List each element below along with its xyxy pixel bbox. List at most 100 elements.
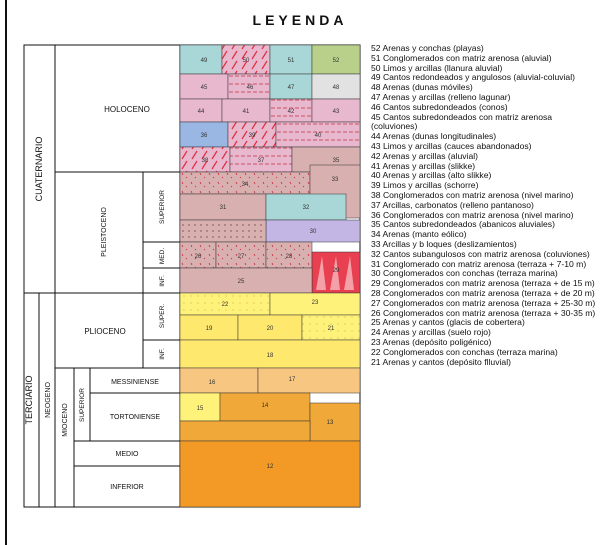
unit-label: 13 — [327, 420, 334, 426]
unit-label: 25 — [238, 279, 245, 285]
unit-label: 20 — [267, 326, 274, 332]
legend-item: 43 Limos y arcillas (cauces abandonados) — [371, 140, 532, 151]
legend-item: 26 Conglomerados con matriz arenosa (ter… — [371, 307, 596, 318]
legend-item: 23 Arenas (depósito poligénico) — [371, 336, 492, 347]
unit-label: 16 — [209, 380, 216, 386]
unit-label: 19 — [206, 326, 213, 332]
unit-25 — [179, 267, 313, 294]
unit-26 — [179, 241, 217, 269]
label-neogeno: NEOGENO — [45, 382, 52, 418]
unit-20 — [237, 314, 303, 341]
unit-label: 46 — [247, 85, 254, 91]
label-medio: MEDIO — [116, 451, 140, 458]
unit-label: 51 — [288, 58, 295, 64]
unit-label: 43 — [333, 109, 340, 115]
unit-28 — [265, 241, 313, 269]
unit-numbers: 49 50 51 52 45 46 47 48 44 41 42 43 36 3… — [195, 58, 340, 470]
legend-item: 36 Conglomerados con matriz arenosa (niv… — [371, 209, 574, 220]
unit-label: 36 — [201, 133, 208, 139]
unit-19 — [179, 314, 239, 341]
unit-21 — [301, 314, 361, 341]
label-superior-mio: SUPERIOR — [79, 388, 86, 422]
unit-label: 28 — [286, 254, 293, 260]
legend-item: 28 Conglomerados con matriz arenosa (ter… — [371, 287, 595, 298]
unit-label: 14 — [262, 403, 269, 409]
legend-item: 42 Arenas y arcillas (aluvial) — [371, 150, 478, 161]
legend-item: 22 Conglomerados con conchas (terraza ma… — [371, 346, 558, 357]
unit-label: 22 — [222, 302, 229, 308]
legend-item: 25 Arenas y cantos (glacis de cobertera) — [371, 317, 525, 328]
label-tortoniense: TORTONIENSE — [110, 414, 161, 421]
unit-label: 48 — [333, 85, 340, 91]
legend-item: 48 Arenas (dunas móviles) — [371, 82, 473, 93]
unit-label: 37 — [258, 158, 265, 164]
unit-label: 30 — [310, 229, 317, 235]
label-mioceno: MIOCENO — [62, 403, 69, 437]
legend-item: 34 Arenas (manto eólico) — [371, 229, 467, 240]
legend-item: 52 Arenas y conchas (playas) — [371, 43, 484, 53]
label-superior-pleisto: SUPERIOR — [159, 190, 166, 224]
label-super-plio: SUPER. — [159, 304, 166, 328]
unit-18 — [179, 339, 361, 369]
legend-item: 47 Arenas y arcillas (relleno lagunar) — [371, 91, 511, 102]
unit-17 — [257, 367, 361, 394]
legend-list: 52 Arenas y conchas (playas) 51 Conglome… — [371, 43, 599, 367]
legend-item: 41 Arenas y arcillas (slikke) — [371, 160, 476, 171]
unit-15 — [179, 392, 221, 422]
unit-label: 17 — [289, 377, 296, 383]
unit-12 — [179, 440, 361, 508]
unit-48 — [311, 73, 361, 100]
label-plioceno: PLIOCENO — [84, 327, 125, 336]
legend-item: 50 Limos y arcillas (llanura aluvial) — [371, 62, 503, 73]
legend-item: 29 Conglomerados con matriz arenosa (ter… — [371, 278, 595, 289]
unit-47 — [269, 73, 313, 100]
legend-item: 30 Conglomerados con conchas (terraza ma… — [371, 268, 558, 279]
legend-item: 46 Cantos subredondeados (conos) — [371, 101, 508, 112]
unit-label: 39 — [249, 133, 256, 139]
unit-label: 21 — [328, 326, 335, 332]
unit-36 — [179, 121, 229, 148]
unit-label: 35 — [333, 158, 340, 164]
legend-item: 49 Cantos redondeados y angulosos (aluvi… — [371, 72, 575, 83]
legend-item: 38 Conglomerados con matriz arenosa (niv… — [371, 189, 574, 200]
unit-40 — [275, 121, 361, 148]
unit-49 — [179, 44, 223, 75]
legend-item: 24 Arenas y arcillas (suelo rojo) — [371, 327, 491, 338]
unit-label: 31 — [220, 205, 227, 211]
unit-label: 18 — [267, 353, 274, 359]
label-inf-plio: INF. — [159, 348, 166, 360]
label-pleistoceno: PLEISTOCENO — [101, 207, 108, 257]
unit-label: 47 — [288, 85, 295, 91]
lithology-units — [179, 44, 361, 508]
legend-item: 51 Conglomerados con matriz arenosa (alu… — [371, 52, 552, 63]
unit-label: 52 — [333, 58, 340, 64]
legend-item: 21 Arenas y cantos (depósito flluvial) — [371, 356, 511, 367]
unit-label: 26 — [195, 254, 202, 260]
unit-32 — [265, 193, 347, 221]
unit-label: 42 — [288, 109, 295, 115]
unit-13 — [309, 402, 361, 442]
unit-label: 34 — [242, 182, 249, 188]
unit-16 — [179, 367, 259, 394]
legend-item: 32 Cantos subangulosos con matriz arenos… — [371, 248, 590, 259]
label-terciario: TERCIARIO — [24, 375, 34, 424]
unit-31 — [179, 193, 267, 221]
unit-52 — [311, 44, 361, 75]
legend-title: LEYENDA — [252, 12, 348, 28]
unit-27-up — [179, 219, 267, 243]
label-inf-pleisto: INF. — [159, 275, 166, 287]
unit-label: 23 — [312, 300, 319, 306]
label-holoceno: HOLOCENO — [104, 105, 150, 114]
legend-item: 37 Arcillas, carbonatos (relleno pantano… — [371, 199, 534, 210]
unit-label: 27 — [238, 254, 245, 260]
unit-label: 32 — [303, 205, 310, 211]
label-messiniense: MESSINIENSE — [111, 379, 159, 386]
unit-label: 44 — [198, 109, 205, 115]
unit-label: 33 — [332, 177, 339, 183]
legend-item: 40 Arenas y arcillas (alto slikke) — [371, 170, 492, 181]
unit-label: 12 — [267, 464, 274, 470]
page-left-rule — [5, 0, 7, 545]
unit-46 — [227, 73, 271, 100]
legend-item: 33 Arcillas y b loques (deslizamientos) — [371, 238, 517, 249]
